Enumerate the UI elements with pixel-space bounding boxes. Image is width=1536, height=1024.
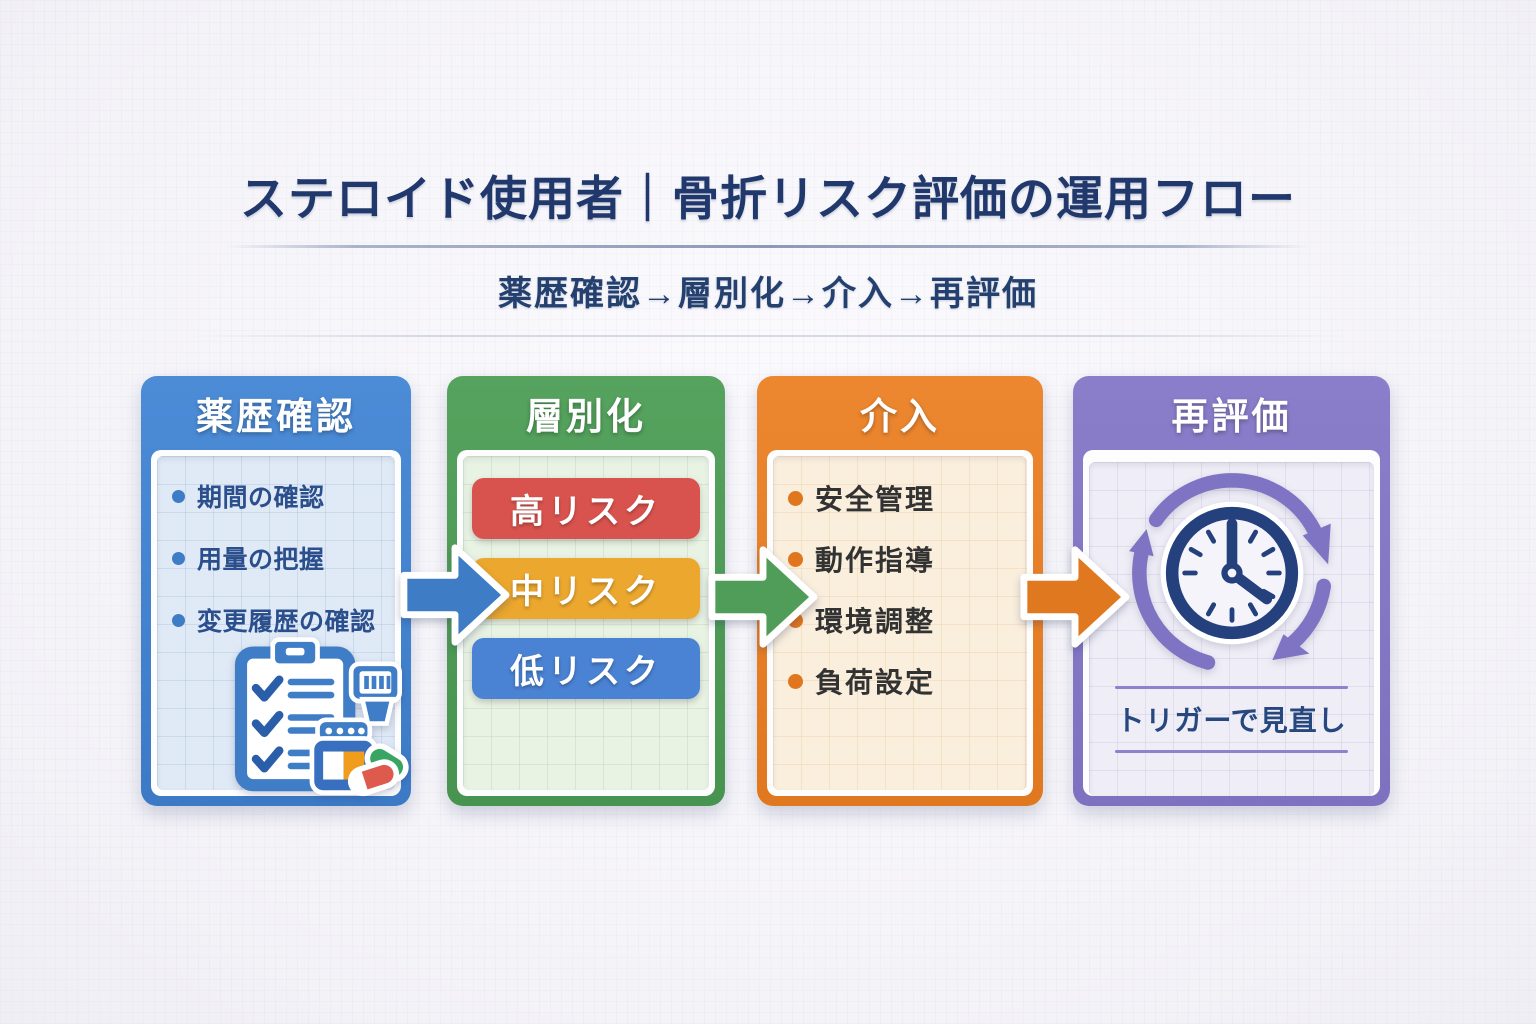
page-subtitle: 薬歴確認→層別化→介入→再評価 xyxy=(498,275,1038,313)
low-risk-badge: 低リスク xyxy=(472,638,700,699)
step-card-reassessment: 再評価 xyxy=(1073,376,1390,806)
step-panel: 高リスク 中リスク 低リスク xyxy=(457,450,715,796)
page-title: ステロイド使用者｜骨折リスク評価の運用フロー xyxy=(240,172,1296,225)
step-panel: トリガーで見直し xyxy=(1083,450,1380,796)
title-divider xyxy=(226,245,1310,248)
flow-arrow-2 xyxy=(708,546,818,648)
step-card-medication-history: 薬歴確認 期間の確認 用量の把握 変更履歴の確認 xyxy=(141,376,411,806)
list-item: 安全管理 xyxy=(788,478,1017,518)
step-panel: 安全管理 動作指導 環境調整 負荷設定 xyxy=(767,450,1033,796)
flow-arrow-1 xyxy=(400,544,510,646)
bullet-dot xyxy=(172,489,185,503)
note-divider-bottom xyxy=(1114,750,1349,753)
list-item: 環境調整 xyxy=(788,600,1017,640)
intervention-list: 安全管理 動作指導 環境調整 負荷設定 xyxy=(773,456,1027,701)
subtitle-divider xyxy=(188,335,1348,337)
bullet-dot xyxy=(788,490,803,506)
step-card-stratification: 層別化 高リスク 中リスク 低リスク xyxy=(447,376,725,806)
step-title: 薬歴確認 xyxy=(196,396,356,437)
list-item: 動作指導 xyxy=(788,539,1017,579)
high-risk-badge: 高リスク xyxy=(472,478,700,539)
medium-risk-badge: 中リスク xyxy=(472,558,700,619)
bullet-dot xyxy=(172,613,185,627)
clock-cycle-icon xyxy=(1128,473,1331,670)
medication-history-list: 期間の確認 用量の把握 変更履歴の確認 xyxy=(157,456,395,638)
risk-badges: 高リスク 中リスク 低リスク xyxy=(463,456,709,699)
list-item: 用量の把握 xyxy=(172,540,385,576)
list-item: 期間の確認 xyxy=(172,478,385,514)
step-card-intervention: 介入 安全管理 動作指導 環境調整 負荷設定 xyxy=(757,376,1043,806)
bullet-dot xyxy=(172,551,185,565)
step-panel: 期間の確認 用量の把握 変更履歴の確認 xyxy=(151,450,409,797)
list-item: 負荷設定 xyxy=(788,661,1017,701)
clipboard-checklist-pills-icon xyxy=(234,637,409,797)
reassessment-note: トリガーで見直し xyxy=(1116,705,1347,736)
flow-diagram: 薬歴確認 期間の確認 用量の把握 変更履歴の確認 xyxy=(0,376,1536,806)
list-item: 変更履歴の確認 xyxy=(172,602,385,638)
step-title: 介入 xyxy=(860,396,940,437)
step-title: 層別化 xyxy=(526,396,646,437)
masthead: ステロイド使用者｜骨折リスク評価の運用フロー 薬歴確認→層別化→介入→再評価 xyxy=(0,0,1536,337)
bullet-dot xyxy=(788,673,803,689)
note-divider-top xyxy=(1114,686,1349,689)
step-title: 再評価 xyxy=(1171,396,1292,437)
flow-arrow-3 xyxy=(1020,546,1130,648)
bullet-dot xyxy=(788,551,803,567)
